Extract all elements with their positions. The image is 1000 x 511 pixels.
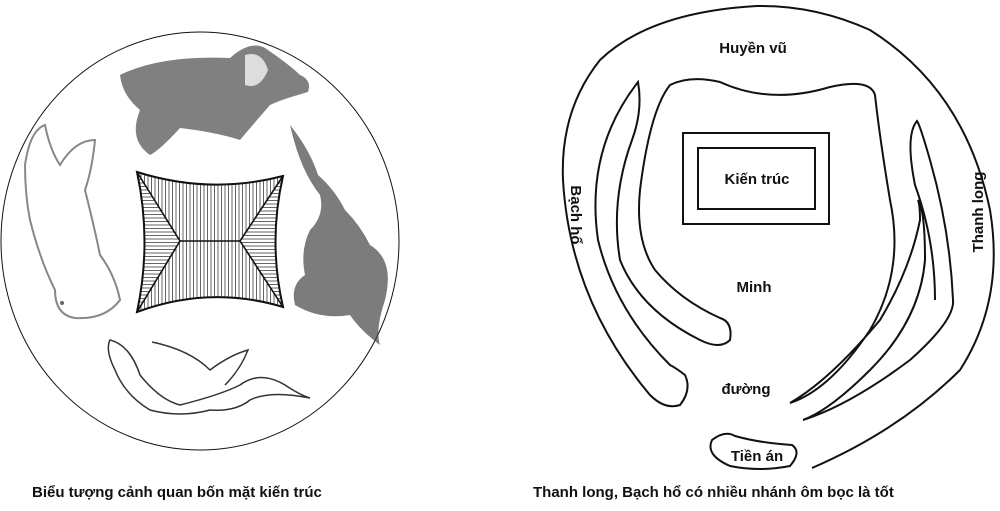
label-minh: Minh [737, 279, 772, 296]
front-hill-tien-an [709, 432, 798, 470]
label-bach-ho: Bạch hổ [567, 185, 584, 244]
building-outer-rect [682, 132, 830, 225]
left-caption: Biểu tượng cảnh quan bốn mặt kiến trúc [32, 484, 322, 501]
turtle-illustration [120, 45, 309, 155]
label-tien-an: Tiền án [731, 448, 783, 465]
label-huyen-vu: Huyền vũ [719, 40, 787, 57]
mountain-contour [561, 4, 995, 469]
tiger-illustration [23, 123, 122, 320]
dragon-illustration [290, 125, 388, 345]
building-inner-rect [697, 147, 816, 210]
label-duong: đường [721, 381, 770, 398]
landscape-diagram [561, 4, 995, 470]
four-symbols-figure [0, 31, 400, 451]
label-kien-truc: Kiến trúc [724, 171, 789, 188]
roof-plan [135, 170, 285, 314]
right-caption: Thanh long, Bạch hổ có nhiều nhánh ôm bọ… [533, 484, 894, 501]
boundary-circle [0, 31, 400, 451]
label-thanh-long: Thanh long [970, 172, 987, 253]
phoenix-illustration [107, 339, 311, 415]
